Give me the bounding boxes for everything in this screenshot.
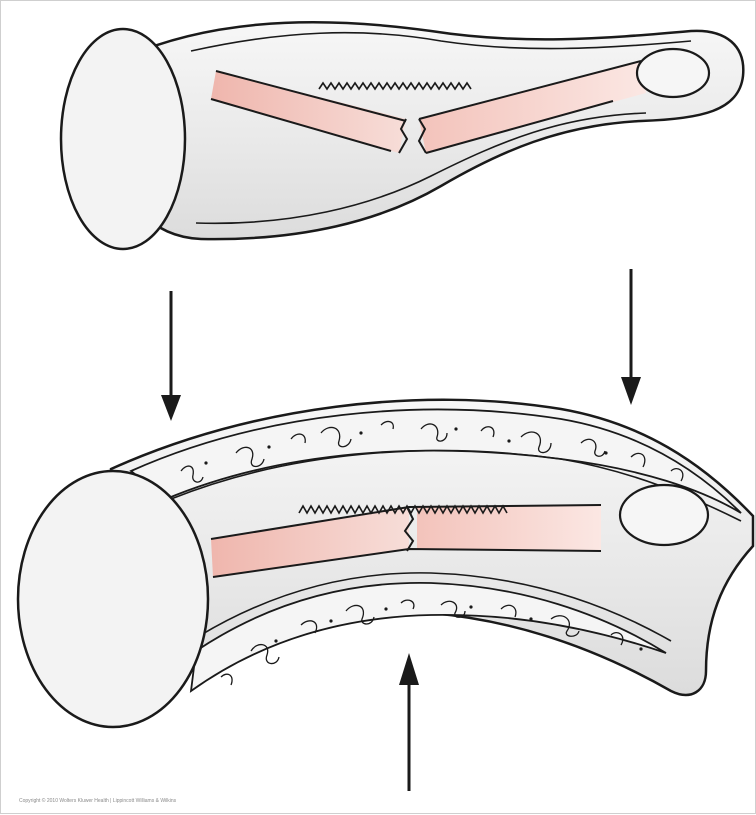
distal-end-top [637,49,709,97]
arrow-down-right [621,269,641,405]
proximal-end-top [61,29,185,249]
distal-end-bottom [620,485,708,545]
bone-aligned-right [417,505,601,551]
arrow-up-bottom [399,653,419,791]
proximal-end-bottom [18,471,208,727]
limb-before-correction [61,22,743,249]
copyright-notice: Copyright © 2010 Wolters Kluwer Health |… [19,798,176,804]
limb-in-cast [18,400,753,727]
arrow-down-left [161,291,181,421]
